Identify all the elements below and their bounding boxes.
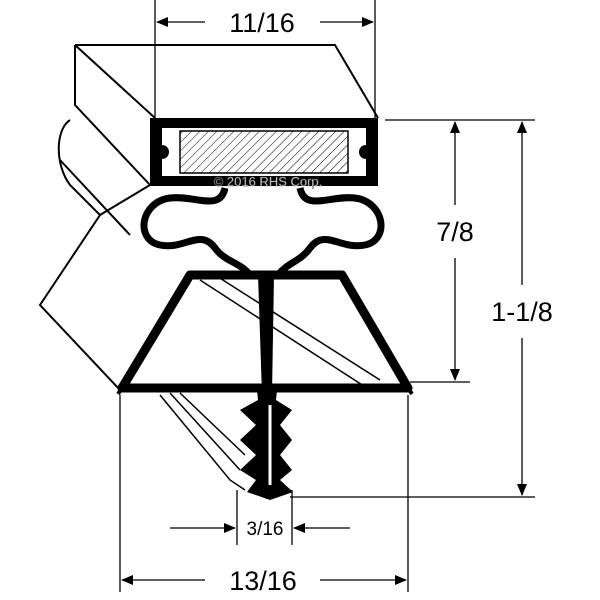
magnet-strip — [179, 130, 349, 174]
dimension-overall-height: 1-1/8 — [491, 297, 553, 327]
dimension-dart-width: 3/16 — [247, 519, 284, 540]
gasket-dart — [240, 275, 293, 500]
dimension-lines — [119, 0, 535, 592]
copyright-text: © 2016 RHS Corp. — [214, 174, 323, 189]
dimension-top-width: 11/16 — [229, 8, 295, 38]
door-profile-body — [38, 44, 381, 491]
dimension-magnet-height: 7/8 — [436, 217, 474, 247]
magnet-housing: © 2016 RHS Corp. — [150, 118, 378, 189]
dimension-base-width: 13/16 — [229, 566, 297, 596]
bellows — [140, 186, 385, 278]
